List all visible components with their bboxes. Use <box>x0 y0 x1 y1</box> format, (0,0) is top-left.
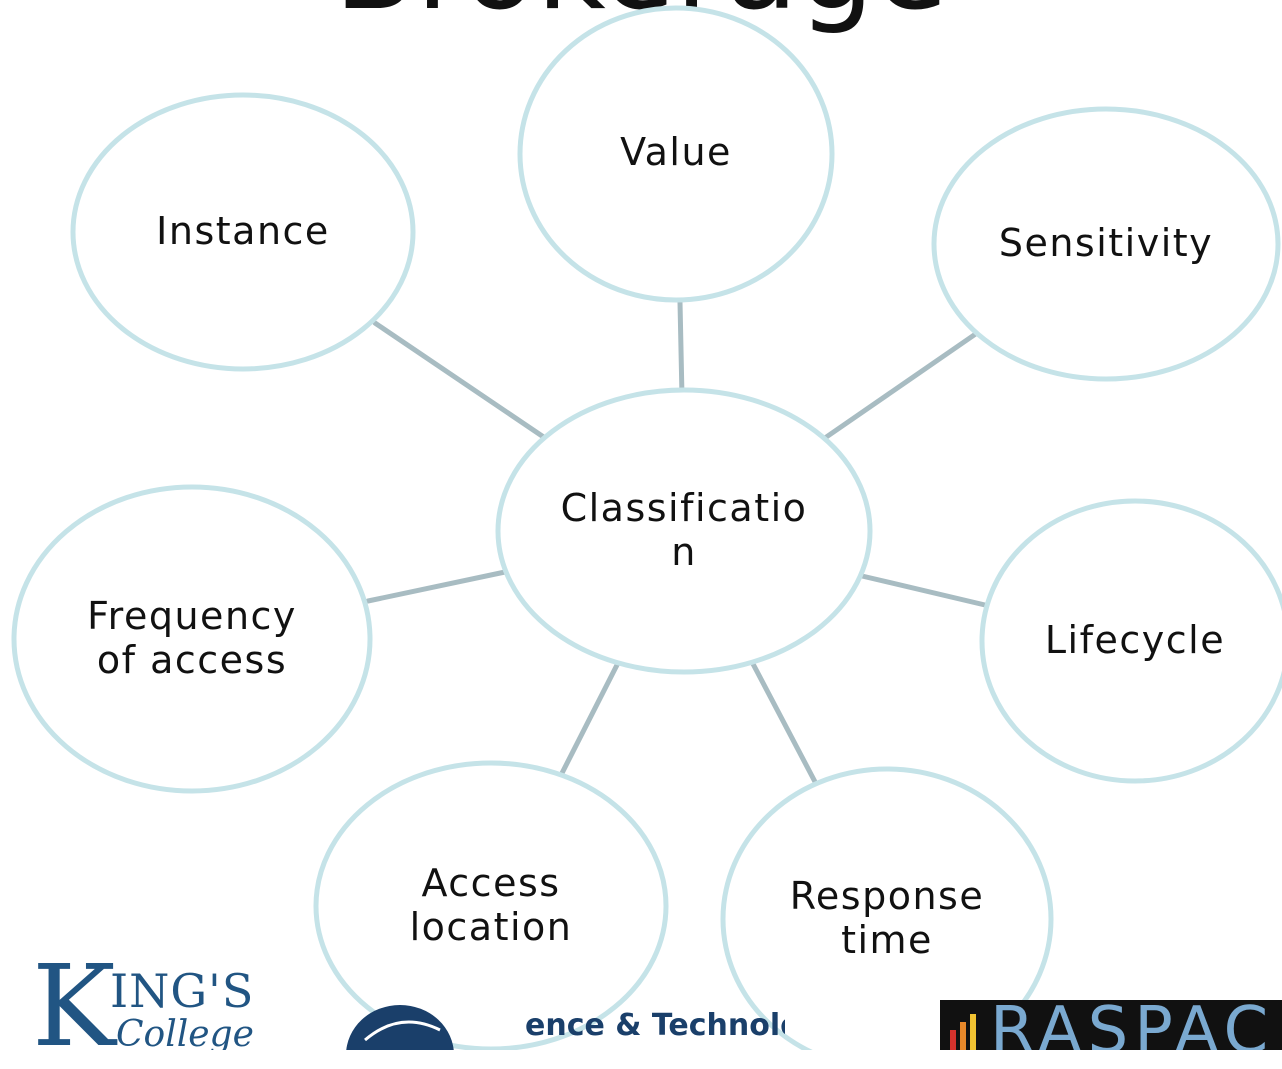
connector-response-time <box>749 659 826 800</box>
node-response-time: Response time <box>723 769 1051 1069</box>
kings-logo-college: College <box>116 1014 254 1050</box>
node-label-lifecycle: Lifecycle <box>1044 618 1226 663</box>
node-frequency-of-access: Frequency of access <box>14 487 370 791</box>
connector-value <box>677 299 685 400</box>
node-label-access-location: Access location <box>409 861 573 949</box>
kings-logo-k: K <box>32 960 116 1050</box>
node-sensitivity: Sensitivity <box>934 109 1278 379</box>
node-shape-classification <box>495 387 873 675</box>
node-classification: Classificatio n <box>498 390 870 672</box>
node-shape-frequency-of-access <box>11 484 373 794</box>
connector-access-location <box>555 660 621 784</box>
node-shape-lifecycle <box>979 498 1282 784</box>
node-label-instance: Instance <box>156 209 330 254</box>
node-shape-sensitivity <box>931 106 1281 382</box>
connector-sensitivity <box>819 330 980 443</box>
connector-frequency-of-access <box>365 569 508 604</box>
kings-logo-ings: ING'S <box>110 964 255 1018</box>
node-shape-access-location <box>313 760 669 1050</box>
node-shapes <box>11 5 1282 1050</box>
raspace-logo: RASPAC <box>940 1000 1282 1050</box>
connector-instance <box>372 320 551 443</box>
connector-lines <box>365 299 988 800</box>
node-shape-response-time <box>720 766 1054 1050</box>
stfc-logo-text: ence & Technology <box>525 1008 785 1043</box>
node-lifecycle: Lifecycle <box>982 501 1282 781</box>
node-instance: Instance <box>73 95 413 369</box>
node-label-classification: Classificatio n <box>560 486 808 574</box>
node-shape-value <box>517 5 835 303</box>
node-access-location: Access location <box>316 763 666 1049</box>
stfc-logo: ence & Technology <box>345 1000 785 1050</box>
raspace-bars-icon <box>950 1014 976 1050</box>
kings-college-logo: K ING'S College <box>30 960 280 1050</box>
node-value: Value <box>521 7 831 299</box>
stfc-emblem-icon <box>346 1005 454 1050</box>
node-label-response-time: Response time <box>789 874 985 962</box>
node-label-sensitivity: Sensitivity <box>998 221 1214 266</box>
connector-lifecycle <box>859 573 988 608</box>
node-label-frequency-of-access: Frequency of access <box>87 594 297 682</box>
raspace-logo-text: RASPAC <box>990 1000 1275 1050</box>
node-shape-instance <box>70 92 416 372</box>
node-label-value: Value <box>620 130 732 175</box>
